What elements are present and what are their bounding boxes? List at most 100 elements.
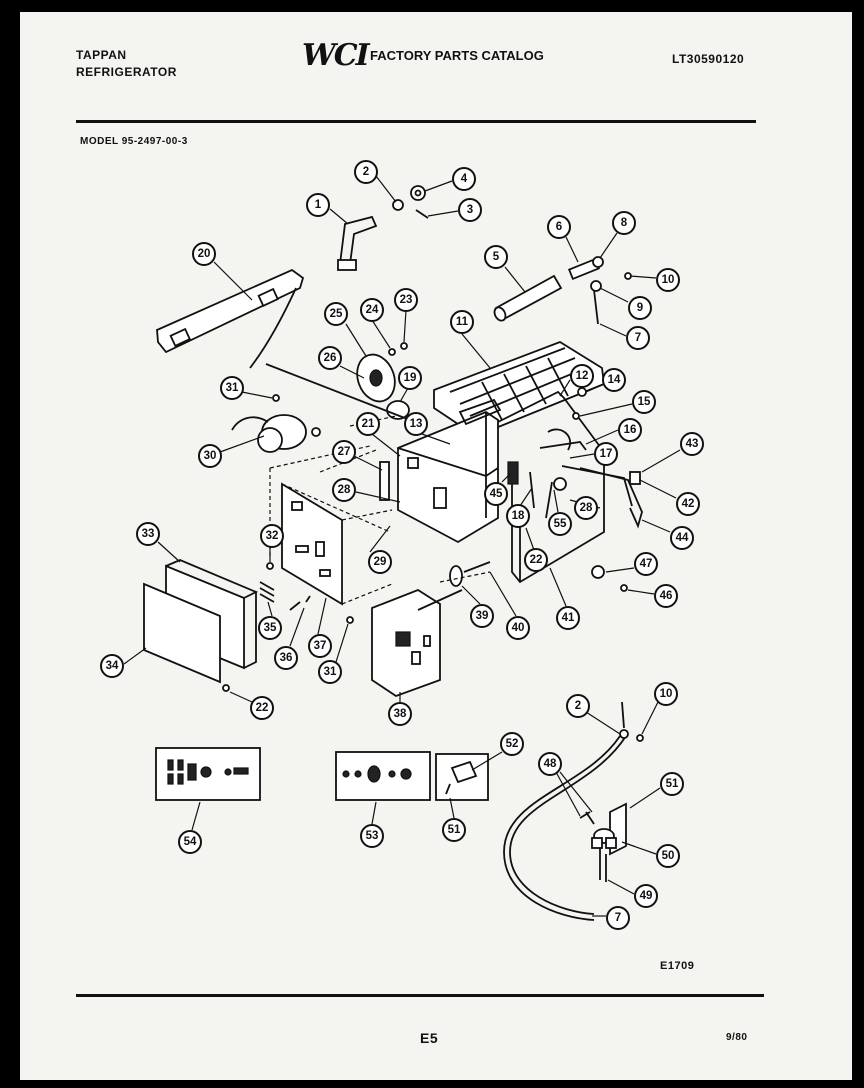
- svg-text:26: 26: [324, 352, 337, 364]
- svg-text:49: 49: [640, 890, 653, 902]
- callout-21: 21: [356, 412, 401, 457]
- callout-55: 55: [548, 489, 572, 536]
- brand-name: TAPPAN: [76, 48, 127, 62]
- callout-29: 29: [368, 525, 392, 574]
- callout-25: 25: [324, 302, 367, 357]
- callout-34: 34: [100, 647, 147, 678]
- callout-10a: 10: [629, 268, 680, 292]
- footer-rule: [76, 994, 764, 997]
- svg-text:1: 1: [315, 199, 322, 211]
- svg-text:32: 32: [266, 530, 279, 542]
- callout-33: 33: [136, 522, 181, 563]
- callout-9: 9: [599, 287, 652, 320]
- callout-53: 53: [360, 801, 384, 848]
- callout-32: 32: [260, 524, 284, 562]
- svg-text:9: 9: [637, 302, 643, 314]
- svg-text:25: 25: [330, 308, 343, 320]
- svg-text:43: 43: [686, 438, 699, 450]
- callout-51b: 51: [442, 797, 466, 842]
- svg-text:3: 3: [467, 204, 473, 216]
- model-number: MODEL 95-2497-00-3: [80, 136, 188, 147]
- svg-text:10: 10: [660, 688, 673, 700]
- svg-text:12: 12: [576, 370, 589, 382]
- wci-logo: WCI: [302, 38, 370, 73]
- svg-text:7: 7: [635, 332, 641, 344]
- callout-3: 3: [427, 198, 482, 222]
- callout-35: 35: [258, 601, 282, 640]
- svg-text:52: 52: [506, 738, 519, 750]
- svg-text:40: 40: [512, 622, 525, 634]
- svg-text:41: 41: [562, 612, 575, 624]
- svg-text:53: 53: [366, 830, 379, 842]
- svg-text:19: 19: [404, 372, 417, 384]
- callout-12: 12: [559, 364, 594, 397]
- svg-text:42: 42: [682, 498, 695, 510]
- svg-text:13: 13: [410, 418, 423, 430]
- svg-text:16: 16: [624, 424, 637, 436]
- svg-text:14: 14: [608, 374, 621, 386]
- callout-8: 8: [599, 211, 636, 259]
- svg-text:22: 22: [530, 554, 543, 566]
- callout-39: 39: [461, 585, 494, 628]
- svg-text:22: 22: [256, 702, 269, 714]
- callout-30: 30: [198, 435, 265, 468]
- callout-18: 18: [506, 487, 533, 528]
- svg-text:2: 2: [575, 700, 581, 712]
- page-number: E5: [420, 1030, 439, 1046]
- svg-text:11: 11: [456, 316, 469, 328]
- callout-42: 42: [639, 479, 700, 516]
- svg-text:44: 44: [676, 532, 689, 544]
- callout-15: 15: [579, 390, 656, 417]
- svg-text:35: 35: [264, 622, 277, 634]
- callout-46: 46: [627, 584, 678, 608]
- callout-50: 50: [621, 841, 680, 868]
- callout-47: 47: [605, 552, 658, 576]
- svg-text:45: 45: [490, 488, 503, 500]
- callout-28b: 28: [569, 496, 601, 520]
- callout-14: 14: [585, 368, 626, 393]
- callout-43: 43: [641, 432, 704, 473]
- callout-27: 27: [332, 440, 383, 471]
- callout-11: 11: [450, 310, 491, 369]
- callout-13: 13: [404, 412, 451, 445]
- svg-text:51: 51: [666, 778, 679, 790]
- callout-37: 37: [308, 597, 332, 658]
- svg-text:30: 30: [204, 450, 217, 462]
- svg-text:54: 54: [184, 836, 197, 848]
- svg-text:15: 15: [638, 396, 651, 408]
- callout-54: 54: [178, 801, 202, 854]
- callout-2b: 2: [566, 694, 621, 735]
- callout-23: 23: [394, 288, 418, 343]
- callout-5: 5: [484, 245, 526, 293]
- callout-2: 2: [354, 160, 397, 203]
- callout-45: 45: [484, 473, 511, 506]
- callout-19: 19: [398, 366, 422, 403]
- svg-text:46: 46: [660, 590, 673, 602]
- svg-text:50: 50: [662, 850, 675, 862]
- callout-36: 36: [274, 607, 305, 670]
- callout-labels: 1 2 3 4 5 6 7 8 9 10 11 12 13 14 15 16 1…: [100, 160, 704, 930]
- svg-text:31: 31: [324, 666, 337, 678]
- svg-text:18: 18: [512, 510, 525, 522]
- callout-41: 41: [549, 567, 580, 630]
- svg-text:31: 31: [226, 382, 239, 394]
- callout-17: 17: [569, 442, 618, 466]
- callout-24: 24: [360, 298, 391, 349]
- callout-20: 20: [192, 242, 253, 301]
- svg-text:2: 2: [363, 166, 369, 178]
- svg-text:55: 55: [554, 518, 567, 530]
- svg-text:27: 27: [338, 446, 351, 458]
- svg-text:4: 4: [461, 173, 468, 185]
- svg-text:8: 8: [621, 217, 628, 229]
- callout-16: 16: [585, 418, 642, 445]
- callout-51a: 51: [629, 772, 684, 809]
- callout-4: 4: [424, 167, 476, 192]
- svg-text:47: 47: [640, 558, 653, 570]
- svg-text:10: 10: [662, 274, 675, 286]
- svg-text:23: 23: [400, 294, 413, 306]
- callout-22a: 22: [524, 527, 548, 572]
- callout-7b: 7: [592, 906, 630, 930]
- catalog-number: LT30590120: [672, 52, 745, 66]
- callout-31b: 31: [318, 623, 349, 684]
- callout-40: 40: [489, 571, 530, 640]
